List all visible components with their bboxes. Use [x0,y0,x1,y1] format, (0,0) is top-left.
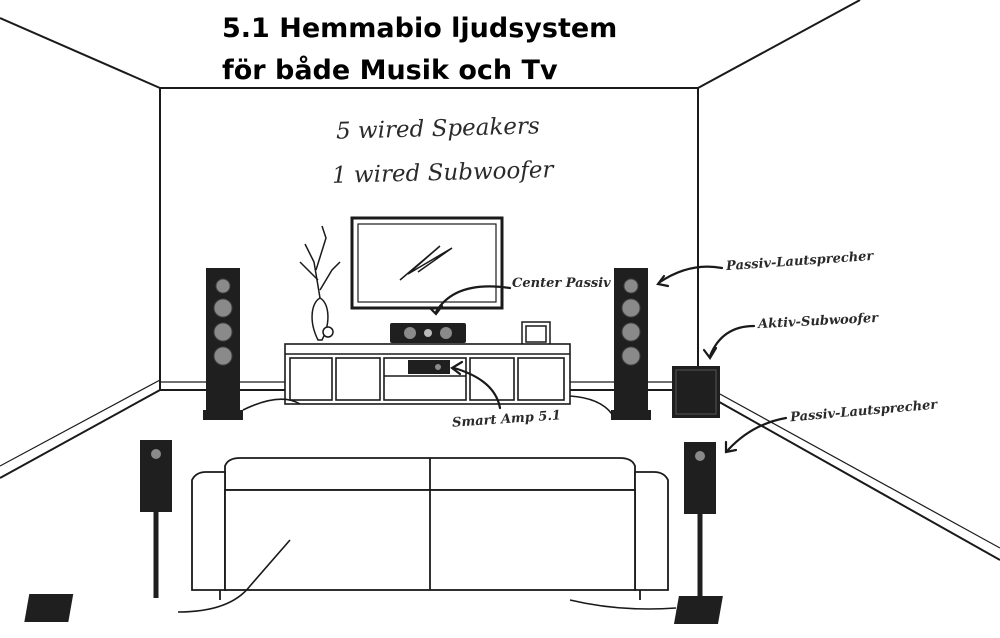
front-left-speaker [203,268,243,420]
cables [177,395,677,613]
subwoofer [672,366,720,418]
sofa [191,457,669,600]
arrow-amp-head [450,360,464,376]
front-right-speaker [611,268,651,420]
arrow-rear-speaker [726,416,788,452]
baseboard-left [0,379,161,467]
center-speaker [390,323,466,343]
title-line-1: 5.1 Hemmabio ljudsystem [222,13,618,44]
floor-edge-right [697,389,1000,561]
rear-left-speaker [24,440,172,622]
arrow-subwoofer [708,324,756,358]
title-line-2: för både Musik och Tv [222,55,558,86]
label-center-passiv: Center Passiv [512,276,611,291]
subtitle-speakers: 5 wired Speakers [335,113,541,145]
floor-edge-left [0,389,161,479]
arrow-center-head [428,304,444,316]
baseboard-right [697,381,1000,549]
arrow-front-speaker-head [656,274,670,288]
arrow-front-speaker [658,265,724,284]
arrow-rear-speaker-head [724,440,738,454]
ceiling-edge-right [697,0,861,89]
annotation-arrows [428,265,788,454]
smart-amp [408,360,450,374]
rear-right-speaker [673,442,723,624]
vase-plant [299,225,341,341]
arrow-amp [452,366,502,410]
picture-frame [521,321,551,347]
arrow-center [434,285,512,314]
arrow-subwoofer-head [702,346,718,360]
tv [350,216,504,310]
ceiling-edge-left [0,17,161,89]
page-title: 5.1 Hemmabio ljudsystem för både Musik o… [222,8,617,92]
